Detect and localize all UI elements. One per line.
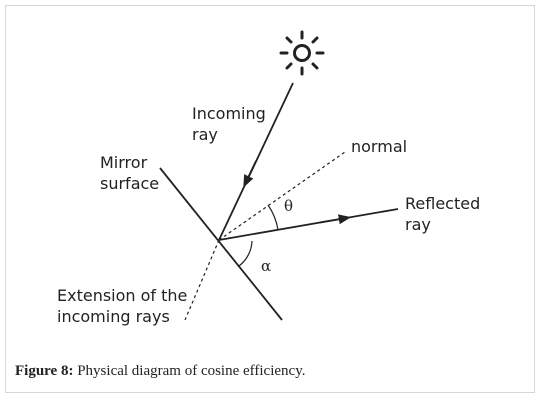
alpha-label: α [261,257,271,275]
theta-label: θ [284,197,293,215]
caption-text: Physical diagram of cosine efficiency. [77,363,306,379]
extension-line [184,239,220,321]
figure-caption: Figure 8: Physical diagram of cosine eff… [15,363,305,380]
theta-arc [267,204,279,231]
incoming-ray-label: Incoming ray [192,104,271,144]
figure-frame [5,5,535,393]
mirror-surface-line [159,167,283,321]
reflected-ray-arrow [319,214,352,225]
mirror-surface-label: Mirror surface [100,153,159,193]
reflected-ray-line [218,208,399,241]
incoming-ray-arrow [243,160,257,188]
extension-label: Extension of the incoming rays [57,286,193,326]
normal-line [218,151,346,241]
normal-label: normal [351,137,407,156]
figure-number: Figure 8: [15,363,74,379]
reflected-ray-label: Reflected ray [405,194,485,234]
sun-icon [279,30,325,76]
alpha-arc [238,240,253,267]
